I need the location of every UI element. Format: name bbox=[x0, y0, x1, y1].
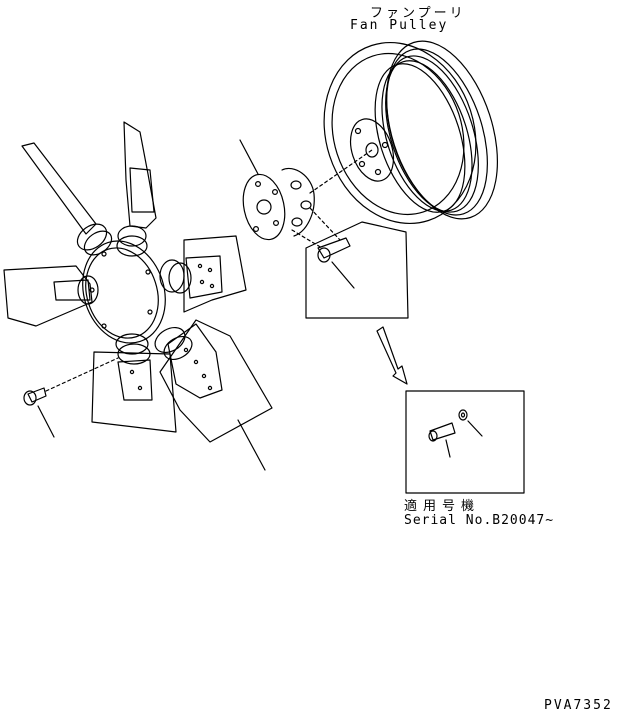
applicable-serial-label-jp: 適用号機 bbox=[404, 499, 481, 514]
fan-pulley-label-jp: ファンプーリ bbox=[370, 6, 466, 21]
serial-number-label: Serial No.B20047~ bbox=[404, 513, 555, 528]
serial-detail-box bbox=[405, 390, 525, 494]
drawing-code: PVA7352 bbox=[544, 698, 613, 713]
bolt-detail-box bbox=[291, 207, 409, 319]
spacer bbox=[239, 139, 373, 241]
fan-pulley bbox=[323, 40, 499, 225]
arrow-to-detail bbox=[376, 326, 408, 385]
cooling-fan bbox=[3, 121, 273, 471]
fan-pulley-label: Fan Pulley bbox=[350, 18, 449, 33]
